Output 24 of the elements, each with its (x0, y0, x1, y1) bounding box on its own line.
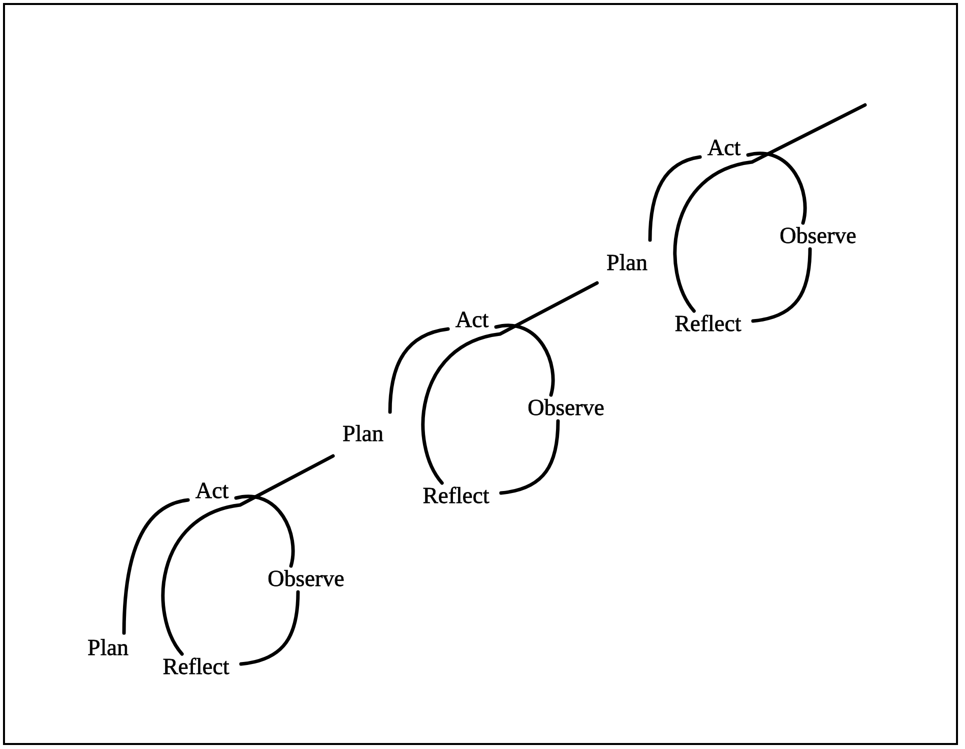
spiral-line (746, 152, 807, 225)
stage-label: Observe (268, 566, 344, 592)
spiral-line (234, 494, 295, 568)
stage-label: Reflect (162, 654, 230, 680)
stage-label: Observe (528, 395, 604, 421)
spiral-line (673, 103, 867, 313)
spiral-line (161, 454, 335, 656)
spiral-line (421, 281, 599, 485)
stage-label: Act (455, 307, 489, 333)
stage-label: Act (707, 135, 741, 161)
stage-label: Plan (606, 250, 648, 276)
stage-label: Plan (342, 421, 384, 447)
spiral-line (494, 324, 555, 397)
spiral-line (239, 590, 300, 666)
stage-label: Reflect (422, 483, 490, 509)
spiral-line (388, 327, 450, 414)
stage-label: Reflect (674, 311, 742, 337)
spiral-line (499, 419, 560, 495)
spiral-line (648, 155, 702, 242)
stage-label: Plan (88, 635, 128, 661)
spiral-line (751, 247, 812, 323)
stage-label: Observe (780, 223, 856, 249)
spiral-line (122, 498, 190, 635)
stage-label: Act (195, 478, 229, 504)
